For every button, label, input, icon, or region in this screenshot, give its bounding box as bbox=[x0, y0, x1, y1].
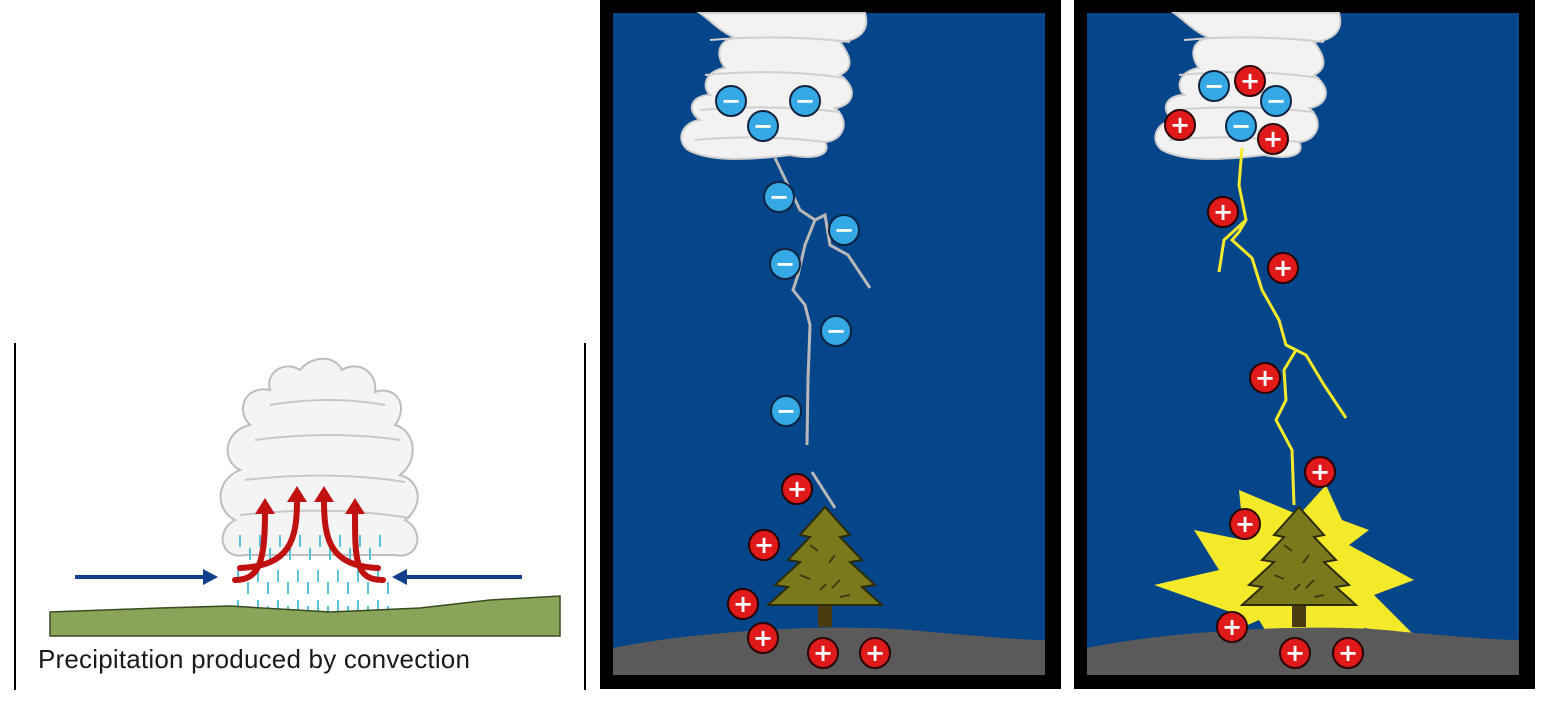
caption: Precipitation produced by convection bbox=[38, 644, 471, 674]
negative-charge: − bbox=[770, 395, 802, 427]
stepped-leader bbox=[773, 157, 872, 509]
cloud-charges: − + − − + + bbox=[1164, 65, 1292, 155]
positive-charge: + bbox=[859, 637, 891, 669]
positive-charge: + bbox=[1234, 65, 1266, 97]
stepped-leader-panel: − − − − − − − − + + + + + + bbox=[600, 0, 1061, 689]
negative-charge: − bbox=[1225, 110, 1257, 142]
positive-charge: + bbox=[1257, 123, 1289, 155]
pine-tree bbox=[765, 505, 885, 627]
cumulus-cloud bbox=[219, 357, 419, 557]
negative-charge: − bbox=[828, 214, 860, 246]
channel-charges: − − − − − bbox=[763, 181, 860, 427]
svg-text:−: − bbox=[721, 87, 741, 115]
svg-text:−: − bbox=[795, 87, 815, 115]
negative-charge: − bbox=[1260, 85, 1292, 117]
inflow-arrow-left bbox=[75, 569, 218, 585]
svg-text:+: + bbox=[1213, 198, 1233, 226]
positive-charge: + bbox=[1267, 252, 1299, 284]
svg-text:+: + bbox=[1255, 364, 1275, 392]
svg-text:+: + bbox=[1222, 613, 1242, 641]
positive-charge: + bbox=[1207, 196, 1239, 228]
negative-charge: − bbox=[820, 315, 852, 347]
svg-text:+: + bbox=[1285, 639, 1305, 667]
negative-charge: − bbox=[789, 85, 821, 117]
negative-charge: − bbox=[715, 85, 747, 117]
svg-text:+: + bbox=[1240, 67, 1260, 95]
return-stroke-panel: − + − − + + + + + + + + + + bbox=[1074, 0, 1535, 689]
svg-text:+: + bbox=[813, 639, 833, 667]
negative-charge: − bbox=[747, 110, 779, 142]
convection-diagram bbox=[14, 343, 586, 690]
cloud-charges: − − − bbox=[715, 85, 821, 142]
svg-text:−: − bbox=[1266, 87, 1286, 115]
thundercloud bbox=[680, 12, 868, 160]
negative-charge: − bbox=[1198, 70, 1230, 102]
positive-charge: + bbox=[1249, 362, 1281, 394]
svg-text:+: + bbox=[1170, 111, 1190, 139]
positive-charge: + bbox=[727, 588, 759, 620]
positive-charge: + bbox=[1164, 109, 1196, 141]
svg-text:−: − bbox=[1231, 112, 1251, 140]
svg-text:+: + bbox=[1235, 510, 1255, 538]
svg-text:−: − bbox=[776, 397, 796, 425]
return-stroke bbox=[1217, 147, 1348, 506]
positive-charge: + bbox=[1332, 637, 1364, 669]
positive-charge: + bbox=[748, 529, 780, 561]
negative-charge: − bbox=[763, 181, 795, 213]
svg-text:−: − bbox=[753, 112, 773, 140]
channel-charges: + + + + + + bbox=[1207, 196, 1336, 643]
positive-charge: + bbox=[781, 473, 813, 505]
svg-text:+: + bbox=[753, 624, 773, 652]
convection-panel: Precipitation produced by convection bbox=[0, 0, 600, 709]
positive-charge: + bbox=[1279, 637, 1311, 669]
updraft-arrows bbox=[232, 497, 386, 583]
inflow-arrow-right bbox=[392, 569, 522, 585]
positive-charge: + bbox=[1229, 508, 1261, 540]
updraft-arrowheads bbox=[255, 486, 365, 514]
svg-text:+: + bbox=[865, 639, 885, 667]
pine-tree bbox=[1239, 505, 1359, 627]
return-stroke-scene: − + − − + + + + + + + + + + bbox=[1087, 12, 1519, 675]
svg-text:−: − bbox=[834, 216, 854, 244]
negative-charge: − bbox=[769, 248, 801, 280]
svg-text:+: + bbox=[733, 590, 753, 618]
svg-text:−: − bbox=[769, 183, 789, 211]
svg-text:+: + bbox=[1263, 125, 1283, 153]
stepped-leader-scene: − − − − − − − − + + + + + + bbox=[613, 12, 1045, 675]
svg-text:+: + bbox=[1338, 639, 1358, 667]
positive-charge: + bbox=[807, 637, 839, 669]
svg-text:+: + bbox=[1273, 254, 1293, 282]
svg-text:+: + bbox=[787, 475, 807, 503]
ground-strip bbox=[49, 595, 561, 637]
positive-charge: + bbox=[1216, 611, 1248, 643]
svg-text:+: + bbox=[1310, 458, 1330, 486]
positive-charge: + bbox=[1304, 456, 1336, 488]
svg-text:−: − bbox=[826, 317, 846, 345]
svg-text:+: + bbox=[754, 531, 774, 559]
svg-text:−: − bbox=[1204, 72, 1224, 100]
ground-charges: + + bbox=[1279, 637, 1364, 669]
svg-text:−: − bbox=[775, 250, 795, 278]
positive-charge: + bbox=[747, 622, 779, 654]
ground-charges: + + + + + + bbox=[727, 473, 891, 669]
